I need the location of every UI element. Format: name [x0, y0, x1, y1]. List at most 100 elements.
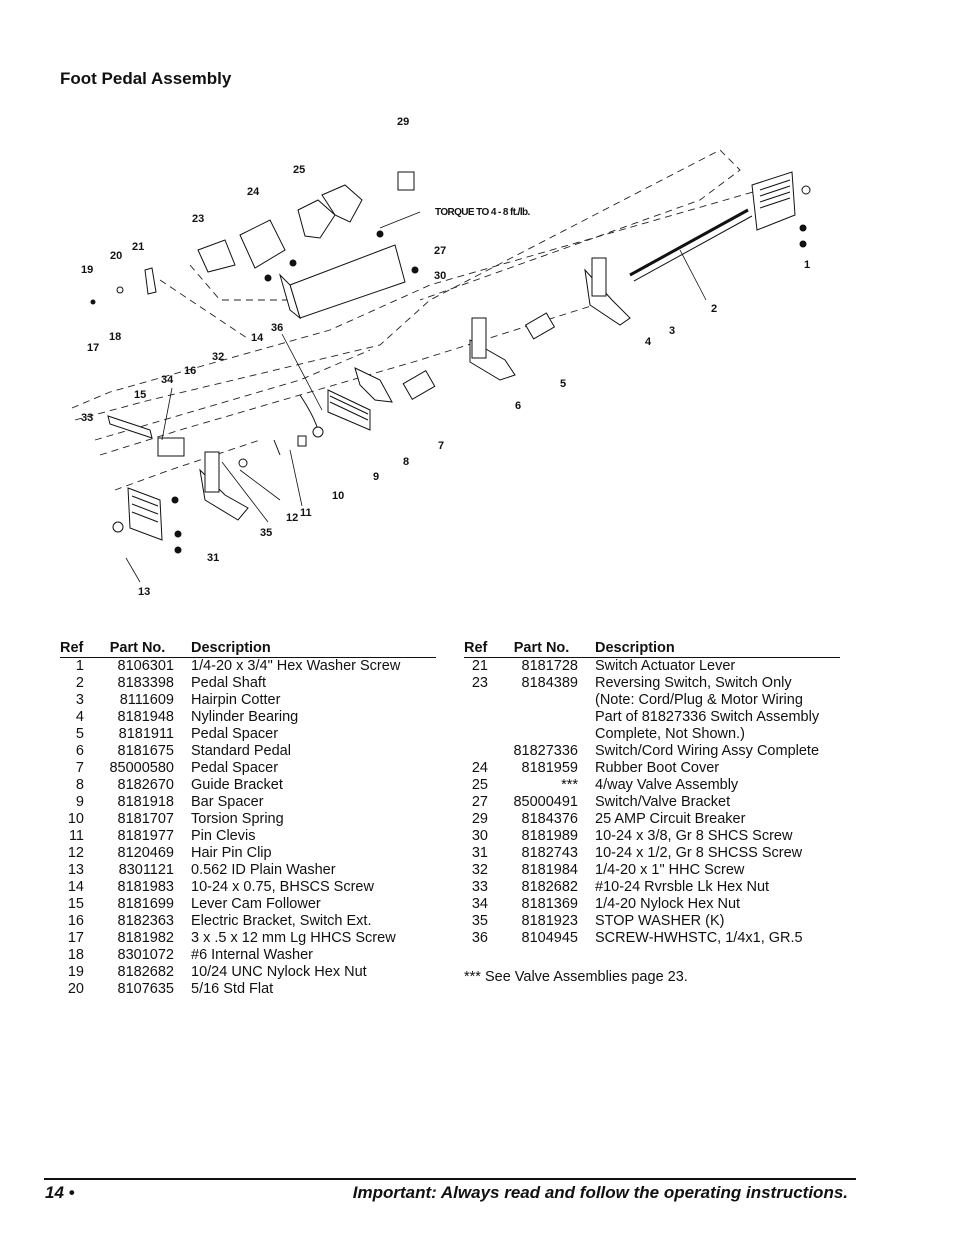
- ref-cell: 14: [67, 879, 84, 895]
- part-no-cell: 8111609: [119, 692, 174, 708]
- header-ref: Ref: [60, 640, 84, 658]
- callout-9: 9: [373, 471, 379, 483]
- description-cell: Standard Pedal: [191, 743, 291, 759]
- table-row: 34 8181369 1/4-20 Nylock Hex Nut: [464, 896, 840, 913]
- ref-cell: 18: [67, 947, 84, 963]
- description-cell: Pedal Spacer: [191, 726, 279, 742]
- description-cell: 4/way Valve Assembly: [595, 777, 739, 793]
- description-cell: Hair Pin Clip: [191, 845, 272, 861]
- part-no-cell: [488, 709, 595, 726]
- description-cell: 3 x .5 x 12 mm Lg HHCS Screw: [191, 930, 396, 946]
- callout-29: 29: [397, 116, 409, 128]
- page-number: 14 •: [45, 1183, 75, 1202]
- table-row: 27 85000491 Switch/Valve Bracket: [464, 794, 840, 811]
- part-no-cell: 85000491: [513, 794, 578, 810]
- ref-cell: 23: [471, 675, 488, 691]
- header-description: Description: [595, 640, 840, 658]
- valve-assemblies-note: *** See Valve Assemblies page 23.: [464, 969, 688, 985]
- ref-cell: 6: [75, 743, 84, 759]
- description-cell: STOP WASHER (K): [595, 913, 725, 929]
- footer-warning: Important: Always read and follow the op…: [352, 1183, 848, 1202]
- callout-27: 27: [434, 245, 446, 257]
- callout-16: 16: [184, 365, 196, 377]
- callout-13: 13: [138, 586, 150, 598]
- callout-21: 21: [132, 241, 144, 253]
- description-cell: Switch/Valve Bracket: [595, 794, 731, 810]
- page-title: Foot Pedal Assembly: [60, 69, 232, 88]
- callout-32: 32: [212, 351, 224, 363]
- ref-cell: 34: [471, 896, 488, 912]
- ref-cell: 3: [75, 692, 84, 708]
- callout-12: 12: [286, 512, 298, 524]
- ref-cell: 5: [75, 726, 84, 742]
- part-no-cell: 8104945: [521, 930, 578, 946]
- table-row: 6 8181675 Standard Pedal: [60, 743, 436, 760]
- ref-cell: 11: [68, 828, 84, 844]
- description-cell: 0.562 ID Plain Washer: [191, 862, 336, 878]
- ref-cell: 17: [67, 930, 84, 946]
- ref-cell: 9: [75, 794, 84, 810]
- description-cell: Bar Spacer: [191, 794, 264, 810]
- description-cell: Reversing Switch, Switch Only: [595, 675, 792, 691]
- part-no-cell: 8181959: [521, 760, 578, 776]
- part-no-cell: 8181675: [117, 743, 174, 759]
- callout-30: 30: [434, 270, 446, 282]
- callout-34: 34: [161, 374, 174, 386]
- table-row: 23 8184389 Reversing Switch, Switch Only: [464, 675, 840, 692]
- callout-35: 35: [260, 527, 272, 539]
- description-cell: Pin Clevis: [191, 828, 256, 844]
- callout-25: 25: [293, 164, 305, 176]
- ref-cell: 35: [471, 913, 488, 929]
- description-cell: #6 Internal Washer: [191, 947, 313, 963]
- ref-cell: 27: [471, 794, 488, 810]
- part-no-cell: 8181369: [521, 896, 578, 912]
- header-description: Description: [191, 640, 436, 658]
- part-no-cell: 8181983: [117, 879, 174, 895]
- part-no-cell: 8182363: [117, 913, 174, 929]
- table-header-row: Ref Part No. Description: [464, 640, 840, 658]
- callout-11: 11: [300, 507, 312, 519]
- ref-cell: 36: [471, 930, 488, 946]
- description-cell: 1/4-20 x 1" HHC Screw: [595, 862, 745, 878]
- ref-cell: 24: [471, 760, 488, 776]
- description-cell: 1/4-20 Nylock Hex Nut: [595, 896, 741, 912]
- part-no-cell: [488, 726, 595, 743]
- part-no-cell: 8184389: [521, 675, 578, 691]
- callout-7: 7: [438, 440, 444, 452]
- part-no-cell: 8182670: [117, 777, 174, 793]
- part-no-cell: 8182682: [521, 879, 578, 895]
- callout-18: 18: [109, 331, 121, 343]
- part-no-cell: 8182743: [521, 845, 578, 861]
- callout-6: 6: [515, 400, 521, 412]
- part-no-cell: 8181989: [521, 828, 578, 844]
- ref-cell: 29: [471, 811, 488, 827]
- ref-cell: 25: [471, 777, 488, 793]
- description-cell: Pedal Spacer: [191, 760, 279, 776]
- ref-cell: 2: [75, 675, 84, 691]
- ref-cell: 13: [67, 862, 84, 878]
- description-cell: Guide Bracket: [191, 777, 283, 793]
- part-no-cell: 8181707: [117, 811, 174, 827]
- description-cell: Pedal Shaft: [191, 675, 266, 691]
- header-ref: Ref: [464, 640, 488, 658]
- ref-cell: 31: [471, 845, 488, 861]
- callout-15: 15: [134, 389, 146, 401]
